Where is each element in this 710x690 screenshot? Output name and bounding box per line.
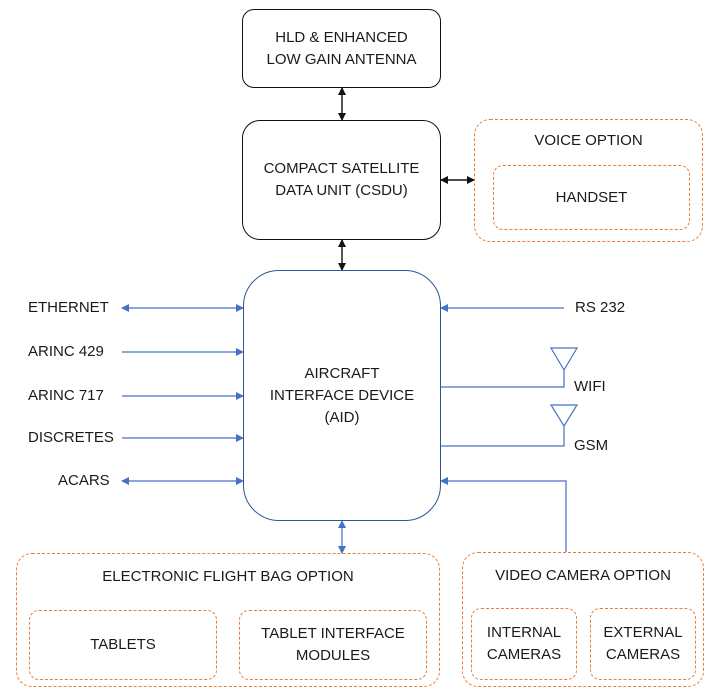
voice-option-title: VOICE OPTION xyxy=(534,132,643,149)
discretes-label: DISCRETES xyxy=(28,429,114,446)
antenna-line2: LOW GAIN ANTENNA xyxy=(266,50,417,68)
video-option-title: VIDEO CAMERA OPTION xyxy=(495,567,671,584)
gsm-label: GSM xyxy=(574,437,609,454)
ethernet-label: ETHERNET xyxy=(28,299,109,316)
antenna-box: HLD & ENHANCED LOW GAIN ANTENNA xyxy=(242,9,441,88)
antenna-line1: HLD & ENHANCED xyxy=(275,28,408,46)
gsm-link xyxy=(441,426,565,447)
internal-cameras-line2: CAMERAS xyxy=(486,646,562,663)
efb-option-group xyxy=(16,553,440,687)
wifi-link xyxy=(441,370,565,388)
internal-cameras-line1: INTERNAL xyxy=(486,624,562,641)
tablets-box: TABLETS xyxy=(29,610,217,680)
video-aid-link xyxy=(440,477,567,552)
arinc717-label: ARINC 717 xyxy=(28,387,104,404)
efb-option-title: ELECTRONIC FLIGHT BAG OPTION xyxy=(102,568,354,585)
gsm-antenna-icon xyxy=(549,404,579,428)
aid-line3: (AID) xyxy=(324,408,360,426)
aid-line2: INTERFACE DEVICE xyxy=(269,386,415,404)
tablet-interface-box: TABLET INTERFACE MODULES xyxy=(239,610,427,680)
handset-box: HANDSET xyxy=(493,165,690,230)
arinc429-label: ARINC 429 xyxy=(28,343,104,360)
acars-label: ACARS xyxy=(58,472,110,489)
video-option-group xyxy=(462,552,704,687)
rs232-label: RS 232 xyxy=(575,299,626,316)
tablet-interface-line2: MODULES xyxy=(295,647,371,664)
external-cameras-line2: CAMERAS xyxy=(605,646,681,663)
aid-line1: AIRCRAFT xyxy=(304,364,380,382)
internal-cameras-box: INTERNAL CAMERAS xyxy=(471,608,577,680)
external-cameras-box: EXTERNAL CAMERAS xyxy=(590,608,696,680)
external-cameras-line1: EXTERNAL xyxy=(603,624,683,641)
aid-box: AIRCRAFT INTERFACE DEVICE (AID) xyxy=(243,270,441,521)
tablets-label: TABLETS xyxy=(90,636,156,653)
csdu-box: COMPACT SATELLITE DATA UNIT (CSDU) xyxy=(242,120,441,240)
csdu-line2: DATA UNIT (CSDU) xyxy=(275,182,408,199)
wifi-label: WIFI xyxy=(574,378,606,395)
wifi-antenna-icon xyxy=(549,347,579,372)
handset-label: HANDSET xyxy=(555,188,628,206)
csdu-line1: COMPACT SATELLITE xyxy=(263,160,420,177)
voice-option-group xyxy=(474,119,703,242)
tablet-interface-line1: TABLET INTERFACE xyxy=(261,625,405,642)
